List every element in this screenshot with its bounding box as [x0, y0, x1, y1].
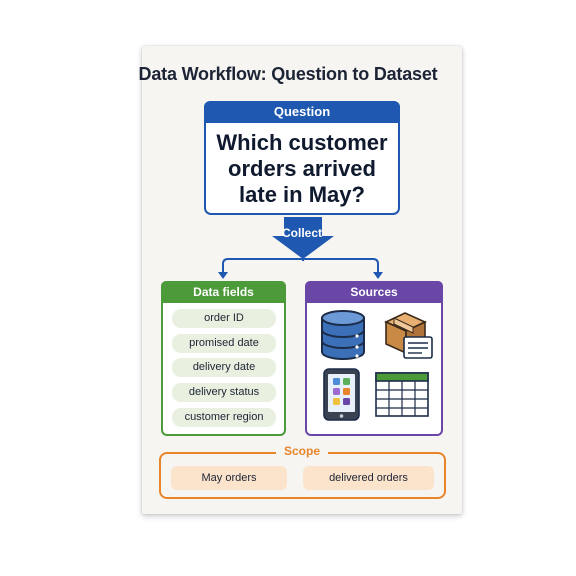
scope-item: May orders [171, 466, 287, 490]
phone-app-icon [323, 368, 360, 421]
field-item: delivery status [172, 383, 276, 402]
question-line-2: orders arrived [228, 156, 376, 181]
database-icon [321, 310, 365, 360]
branch-connector [222, 258, 379, 274]
data-fields-header: Data fields [161, 281, 286, 303]
question-line-1: Which customer [216, 130, 388, 155]
scope-item: delivered orders [303, 466, 434, 490]
collect-arrow [272, 217, 334, 259]
field-item: customer region [172, 408, 276, 427]
sources-header: Sources [305, 281, 443, 303]
field-item: order ID [172, 309, 276, 328]
question-line-3: late in May? [239, 182, 365, 207]
question-text: Which customer orders arrived late in Ma… [206, 130, 398, 208]
collect-label: Collect [281, 226, 322, 240]
diagram-title: Data Workflow: Question to Dataset [138, 64, 438, 84]
left-arrowhead [218, 272, 228, 279]
scope-title: Scope [276, 444, 328, 458]
package-icon [384, 312, 433, 359]
right-arrowhead [373, 272, 383, 279]
field-item: promised date [172, 334, 276, 353]
spreadsheet-icon [375, 372, 429, 417]
question-header: Question [204, 101, 400, 123]
field-item: delivery date [172, 358, 276, 377]
